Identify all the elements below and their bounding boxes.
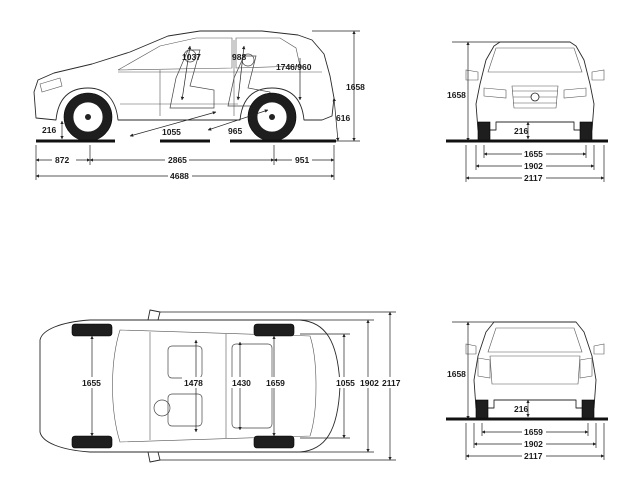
rear-view: 1658 216 1659 1902 2117	[446, 321, 608, 461]
side-load-height: 1746/960	[276, 62, 312, 72]
front-body-outline	[475, 41, 595, 131]
front-ground-clearance: 216	[514, 126, 528, 136]
front-track: 1655	[524, 149, 543, 159]
top-rear-shoulder: 1430	[232, 378, 251, 388]
side-front-wheel	[63, 92, 113, 142]
rear-track: 1659	[524, 427, 543, 437]
side-windows	[117, 37, 301, 71]
side-front-overhang: 872	[55, 155, 69, 165]
rear-width: 1902	[524, 439, 543, 449]
front-left-seat	[167, 345, 203, 379]
top-right-mirror	[147, 451, 161, 463]
rear-tailgate	[489, 355, 581, 385]
side-view: 1037 988 1746/960 1055 965 216 1658 616 …	[33, 30, 365, 181]
rear-ground-clearance: 216	[514, 404, 528, 414]
side-front-legroom: 1055	[162, 127, 181, 137]
side-rear-overhang: 951	[295, 155, 309, 165]
top-rear-track: 1659	[266, 378, 285, 388]
top-width-mirrors: 2117	[382, 378, 401, 388]
side-front-headroom: 1037	[182, 52, 201, 62]
side-rear-wheel	[247, 92, 297, 142]
front-right-seat	[167, 393, 203, 427]
rear-width-mirrors: 2117	[524, 451, 543, 461]
front-view: 1658 216 1655 1902 2117	[446, 41, 608, 183]
rear-body-outline	[473, 321, 597, 409]
front-width-mirrors: 2117	[524, 173, 543, 183]
top-view: 1655 1478 1430 1659 1055 1902 2117	[39, 309, 404, 463]
front-overall-height: 1658	[447, 90, 466, 100]
top-width: 1902	[360, 378, 379, 388]
side-wheelbase: 2865	[168, 155, 187, 165]
front-seat	[169, 49, 215, 109]
top-fl-wheel	[71, 323, 113, 337]
side-rear-legroom: 965	[228, 126, 242, 136]
top-rl-wheel	[253, 323, 295, 337]
top-front-track: 1655	[82, 378, 101, 388]
top-cargo-width: 1055	[336, 378, 355, 388]
side-overall-length: 4688	[170, 171, 189, 181]
top-rr-wheel	[253, 435, 295, 449]
side-ground-clearance: 216	[42, 125, 56, 135]
side-overall-height: 1658	[346, 82, 365, 92]
rear-window	[487, 327, 583, 353]
rear-overall-height: 1658	[447, 369, 466, 379]
top-roof	[112, 329, 317, 443]
front-grille	[511, 85, 559, 109]
top-front-shoulder: 1478	[184, 378, 203, 388]
top-left-mirror	[147, 309, 161, 321]
side-bumper-height: 616	[336, 113, 350, 123]
front-width: 1902	[524, 161, 543, 171]
side-rear-headroom: 988	[232, 52, 246, 62]
front-windshield	[487, 47, 583, 73]
top-fr-wheel	[71, 435, 113, 449]
